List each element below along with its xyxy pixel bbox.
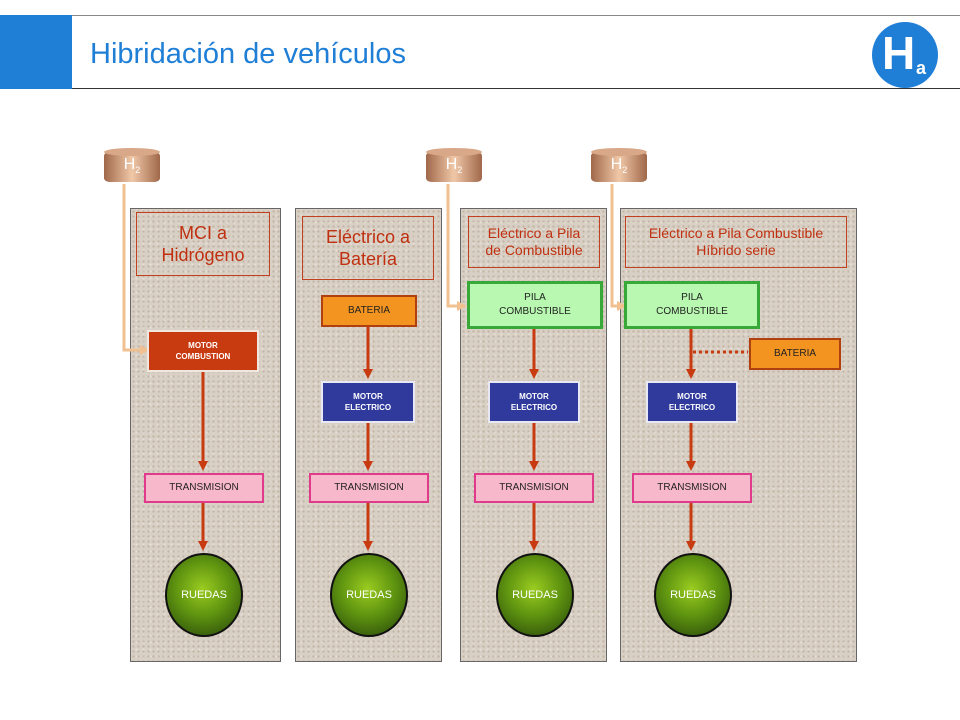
panel1-ruedas: RUEDAS	[165, 553, 243, 637]
panel2-ruedas: RUEDAS	[330, 553, 408, 637]
header-bottom-rule	[72, 88, 960, 89]
header-top-rule	[72, 15, 960, 16]
panel3-ruedas: RUEDAS	[496, 553, 574, 637]
ha-logo: H a	[872, 22, 938, 88]
panel1-transmision: TRANSMISION	[144, 473, 264, 503]
panel3-motor-electrico: MOTOR ELECTRICO	[488, 381, 580, 423]
panel1-motor-combustion: MOTOR COMBUSTION	[147, 330, 259, 372]
header-blue-block	[0, 15, 72, 89]
panel2-motor-electrico: MOTOR ELECTRICO	[321, 381, 415, 423]
panel4-transmision: TRANSMISION	[632, 473, 752, 503]
h2-feed-line-3	[446, 184, 467, 311]
logo-sub-letter: a	[916, 58, 927, 78]
h2-feed-line-4	[610, 184, 627, 311]
panel2-transmision: TRANSMISION	[309, 473, 429, 503]
panel4-bateria: BATERIA	[749, 338, 841, 370]
panel2-bateria: BATERIA	[321, 295, 417, 327]
h2-feed-line-1	[122, 184, 150, 355]
panel4-ruedas: RUEDAS	[654, 553, 732, 637]
h2-cylinder-3: H2	[426, 148, 482, 186]
logo-main-letter: H	[882, 27, 916, 79]
h2-cylinder-1: H2	[104, 148, 160, 186]
panel3-transmision: TRANSMISION	[474, 473, 594, 503]
h2-cylinder-4: H2	[591, 148, 647, 186]
page-title: Hibridación de vehículos	[90, 38, 406, 70]
panel4-motor-electrico: MOTOR ELECTRICO	[646, 381, 738, 423]
